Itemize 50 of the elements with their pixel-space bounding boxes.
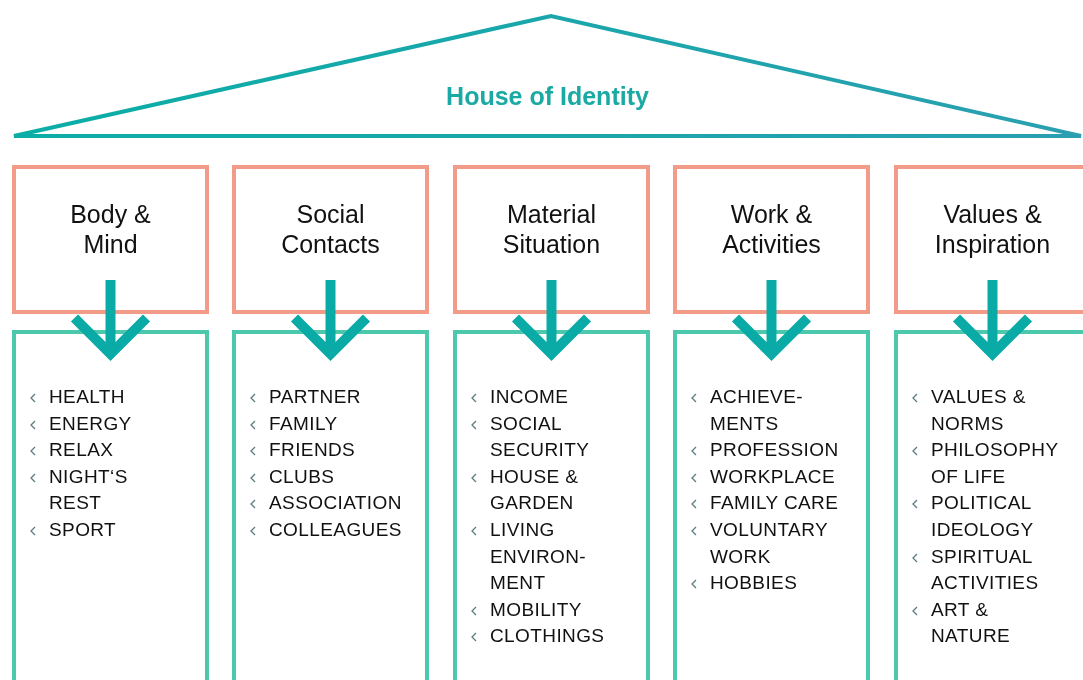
list-item: ART & NATURE xyxy=(931,598,1011,647)
arrow xyxy=(289,280,372,359)
list-item: HOUSE & GARDEN xyxy=(490,465,579,514)
list-item: ACHIEVE- MENTS xyxy=(710,386,803,434)
arrow xyxy=(730,280,813,359)
list-item: SOCIAL SECURITY xyxy=(490,412,590,461)
list-item: WORKPLACE xyxy=(710,465,835,487)
list-item: ENERGY xyxy=(49,412,132,434)
list-item: CLUBS xyxy=(269,465,335,487)
category-heading: Values & Inspiration xyxy=(933,199,1052,259)
list-box xyxy=(673,330,870,680)
category-box xyxy=(673,165,870,314)
list-item: FAMILY CARE xyxy=(710,492,839,514)
list-item: VOLUNTARY WORK xyxy=(710,518,828,567)
list-item: COLLEAGUES xyxy=(269,518,402,540)
category-heading: Work & Activities xyxy=(721,199,822,259)
list-item: HEALTH xyxy=(49,386,125,407)
list-box xyxy=(894,330,1083,680)
roof-label: House of Identity xyxy=(445,82,650,111)
list-item: SPIRITUAL ACTIVITIES xyxy=(931,545,1039,594)
list-item: RELAX xyxy=(49,439,114,461)
list-item: VALUES & NORMS xyxy=(931,386,1026,434)
category-heading: Body & Mind xyxy=(69,199,152,259)
list-item: CLOTHINGS xyxy=(490,625,605,647)
arrow xyxy=(510,280,593,359)
list-item: POLITICAL IDEOLOGY xyxy=(931,492,1034,540)
list-item: ASSOCIATION xyxy=(269,492,402,514)
list-item: PROFESSION xyxy=(710,439,839,461)
list-box xyxy=(453,330,650,680)
arrow xyxy=(69,280,152,359)
list-box xyxy=(12,330,209,680)
list-item: FAMILY xyxy=(269,412,338,434)
list-item: HOBBIES xyxy=(710,572,798,594)
list-item: SPORT xyxy=(49,518,117,540)
list-item: FRIENDS xyxy=(269,439,356,461)
list-item: PARTNER xyxy=(269,386,361,407)
category-box xyxy=(894,165,1083,314)
list-item: LIVING ENVIRON- MENT xyxy=(490,518,587,594)
category-box xyxy=(232,165,429,314)
category-box xyxy=(12,165,209,314)
list-box xyxy=(232,330,429,680)
category-heading: Social Contacts xyxy=(280,199,381,259)
list-item: INCOME xyxy=(490,386,569,407)
category-heading: Material Situation xyxy=(501,199,602,259)
roof-triangle xyxy=(12,14,1083,140)
list-item: PHILOSOPHY OF LIFE xyxy=(931,439,1059,487)
list-item: MOBILITY xyxy=(490,598,582,620)
list-item: NIGHT‘S REST xyxy=(49,465,128,514)
category-box xyxy=(453,165,650,314)
arrow xyxy=(951,280,1034,359)
